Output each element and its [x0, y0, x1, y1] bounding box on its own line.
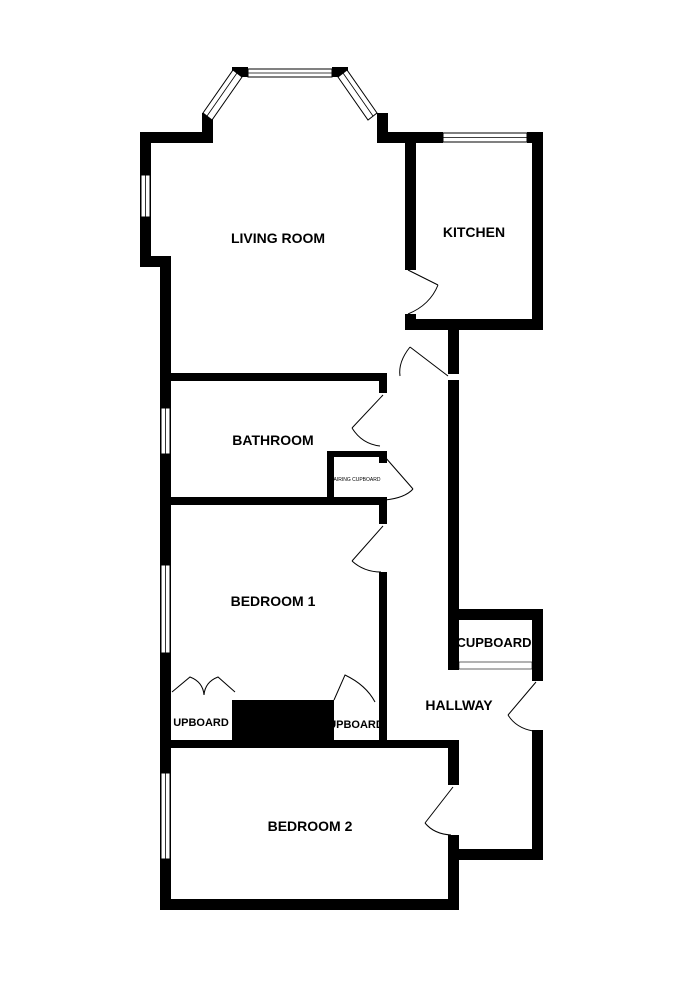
- bay-window-right: [337, 69, 378, 121]
- wall-bottom: [160, 899, 459, 910]
- wall-bay-corner-r: [332, 67, 348, 77]
- wall-living-bottom: [160, 373, 387, 381]
- label-bedroom2: BEDROOM 2: [268, 818, 353, 834]
- cupboard-opening: [458, 661, 533, 670]
- wall-bed1-right: [379, 572, 387, 746]
- wall-airing-left: [327, 451, 334, 501]
- kitchen-door: [407, 269, 439, 315]
- kitchen-window: [442, 132, 528, 143]
- airing-door: [384, 456, 414, 501]
- label-hall-cupboard: CUPBOARD: [456, 635, 531, 650]
- wall-right-lower: [532, 730, 543, 860]
- label-airing-cupboard: AIRING CUPBOARD: [334, 477, 381, 483]
- living-window-left: [140, 174, 151, 218]
- bathroom-door: [351, 394, 384, 447]
- living-door: [399, 346, 449, 377]
- windows: [140, 68, 533, 860]
- wall-top-left: [140, 132, 213, 143]
- label-living-room: LIVING ROOM: [231, 230, 325, 246]
- wall-left-step: [140, 256, 171, 267]
- wall-bed2-right-upper: [448, 740, 459, 785]
- hall-door: [507, 681, 537, 732]
- bay-window-left: [202, 69, 243, 121]
- wall-bay-left-stub: [202, 113, 213, 143]
- wall-kitchen-right: [532, 132, 543, 330]
- label-cupboard-left: UPBOARD: [173, 717, 229, 729]
- cupboard-left-doors: [171, 676, 236, 696]
- wall-bed2-right-lower: [448, 835, 459, 910]
- walls: [140, 67, 543, 910]
- wall-cupboard-right: [532, 609, 543, 681]
- wall-airing-right: [379, 451, 387, 463]
- wall-bath-bottom: [160, 497, 387, 505]
- wall-bay-right-stub: [377, 113, 388, 143]
- room-labels: LIVING ROOM KITCHEN BATHROOM AIRING CUPB…: [173, 224, 531, 834]
- wall-cupboard-top: [448, 609, 543, 620]
- wall-airing-top: [327, 451, 387, 457]
- wall-hall-right: [448, 319, 459, 374]
- wall-bottom-right: [448, 849, 543, 860]
- bathroom-window: [160, 407, 171, 455]
- wall-bath-right-top: [379, 373, 387, 393]
- cupboard-right-door: [333, 674, 376, 703]
- label-hallway: HALLWAY: [425, 697, 493, 713]
- wall-hall-right-2: [448, 380, 459, 670]
- bedroom2-window: [160, 772, 171, 860]
- doors: [171, 269, 537, 836]
- chimney-breast: [232, 700, 334, 744]
- label-bathroom: BATHROOM: [232, 432, 313, 448]
- wall-bed1-right-top: [379, 497, 387, 524]
- wall-kitchen-bottom: [405, 319, 543, 330]
- bedroom1-door: [351, 525, 384, 573]
- bay-window-top: [247, 68, 333, 78]
- wall-kitchen-left: [405, 132, 416, 270]
- wall-bay-corner-l: [232, 67, 248, 77]
- label-cupboard-right: UPBOARD: [328, 719, 384, 731]
- label-kitchen: KITCHEN: [443, 224, 505, 240]
- label-bedroom1: BEDROOM 1: [231, 593, 316, 609]
- bedroom2-door: [424, 786, 454, 836]
- bedroom1-window: [160, 564, 171, 654]
